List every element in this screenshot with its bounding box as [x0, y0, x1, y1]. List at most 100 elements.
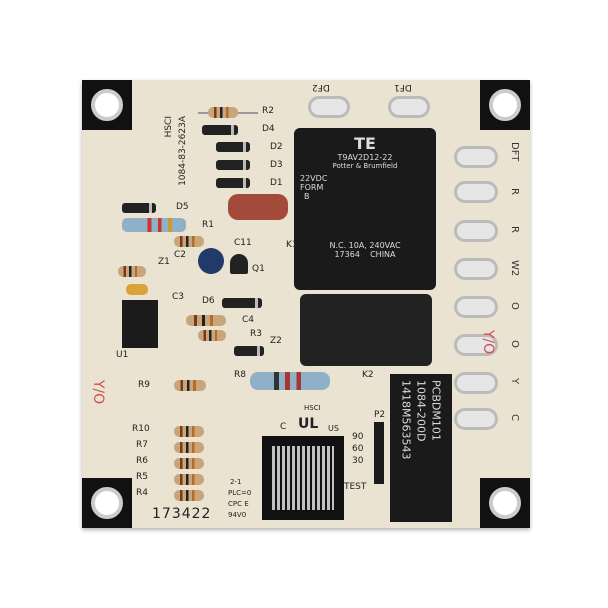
diode-d6 — [222, 298, 262, 308]
label-r3: R3 — [250, 329, 262, 339]
label-c2: C2 — [174, 250, 187, 260]
p2-option-90: 90 — [352, 432, 364, 442]
label-df1: DF1 — [394, 82, 412, 92]
code-line: CPC E — [228, 500, 249, 508]
relay-rating: N.C. 10A, 240VAC — [329, 241, 401, 250]
label-r9: R9 — [138, 380, 150, 390]
zener-z1 — [118, 266, 146, 277]
cert-c: C — [280, 422, 287, 432]
silk-hsci: HSCI — [164, 116, 174, 138]
relay-form-val: B — [304, 192, 310, 201]
terminal-dft[interactable] — [454, 146, 498, 168]
p2-option-test: TEST — [344, 482, 367, 492]
label-r: R — [509, 226, 520, 233]
zener-z2 — [234, 346, 264, 356]
jumper-header-p2[interactable] — [374, 422, 384, 484]
label-k1: K1 — [286, 240, 298, 250]
ul-logo: UL — [298, 416, 319, 432]
code-line: PLC=0 — [228, 489, 252, 497]
diode-d2 — [216, 142, 250, 152]
resistor-r7 — [174, 442, 204, 453]
terminal-df1[interactable] — [388, 96, 430, 118]
capacitor — [126, 284, 148, 295]
label-k2: K2 — [362, 370, 374, 380]
relay-code: 17364 — [334, 250, 360, 259]
resistor-r5 — [174, 474, 204, 485]
silk-part: 1084-83-2623A — [178, 116, 188, 186]
label-c3: C3 — [172, 292, 185, 302]
label-d3: D3 — [270, 160, 283, 170]
relay-model: T9AV2D12-22 — [337, 153, 393, 162]
resistor — [174, 236, 204, 247]
diode-d4 — [202, 125, 238, 135]
code-line: 94V0 — [228, 511, 247, 519]
terminal-r[interactable] — [454, 220, 498, 242]
label-y: Y — [509, 378, 520, 385]
terminal-o[interactable] — [454, 296, 498, 318]
relay-coil: 22VDC — [300, 174, 328, 183]
resistor-c4 — [186, 315, 226, 326]
label-c: C — [509, 414, 520, 421]
capacitor — [228, 194, 288, 220]
cert-us: US — [328, 424, 339, 433]
diode-d1 — [216, 178, 250, 188]
part-number: 1418M563543 — [399, 380, 413, 460]
label-r4: R4 — [136, 488, 148, 498]
relay-brand: TE — [354, 134, 376, 153]
ic-u1 — [122, 300, 158, 348]
part-label: 1418M563543 1084-200D PCBDM101 — [390, 374, 452, 522]
terminal-w2[interactable] — [454, 258, 498, 280]
handwritten-note: Y/O — [480, 329, 497, 355]
label-r6: R6 — [136, 456, 148, 466]
code-line: 2-1 — [230, 478, 242, 486]
label-d5: D5 — [176, 202, 189, 212]
label-c4: C4 — [242, 315, 255, 325]
terminal-c[interactable] — [454, 408, 498, 430]
mounting-hole — [480, 80, 530, 130]
diode-d3 — [216, 160, 250, 170]
terminal-y[interactable] — [454, 372, 498, 394]
resistor-r1 — [122, 218, 186, 232]
label-d2: D2 — [270, 142, 283, 152]
resistor-r6 — [174, 458, 204, 469]
label-d4: D4 — [262, 124, 275, 134]
label-q1: Q1 — [252, 264, 265, 274]
label-u1: U1 — [116, 350, 129, 360]
label-r1: R1 — [202, 220, 214, 230]
terminal-o[interactable] — [454, 334, 498, 356]
resistor — [198, 330, 226, 341]
p2-option-30: 30 — [352, 456, 364, 466]
relay-maker: Potter & Brumfield — [332, 162, 398, 170]
resistor-r8 — [250, 372, 330, 390]
mounting-hole — [82, 478, 132, 528]
label-r: R — [509, 188, 520, 195]
circuit-board: HSCI 1084-83-2623A R2 D4 D2 D3 D1 D5 R1 … — [82, 80, 530, 528]
relay-k2 — [300, 294, 432, 366]
terminal-r[interactable] — [454, 181, 498, 203]
label-o: O — [509, 302, 520, 310]
label-r2: R2 — [262, 106, 274, 116]
label-r7: R7 — [136, 440, 148, 450]
part-rev: 1084-200D — [414, 380, 428, 442]
label-z1: Z1 — [158, 257, 170, 267]
label-d6: D6 — [202, 296, 215, 306]
relay-k1: TE T9AV2D12-22 Potter & Brumfield 22VDC … — [294, 128, 436, 290]
relay-origin: CHINA — [370, 250, 396, 259]
label-d1: D1 — [270, 178, 283, 188]
diode-d5 — [122, 203, 156, 213]
terminal-df2[interactable] — [308, 96, 350, 118]
resistor-r9 — [174, 380, 206, 391]
resistor-r4 — [174, 490, 204, 501]
mounting-hole — [82, 80, 132, 130]
electrolytic-capacitor — [198, 248, 224, 274]
label-z2: Z2 — [270, 336, 282, 346]
resistor-r10 — [174, 426, 204, 437]
date-code: 173422 — [152, 506, 212, 522]
label-r8: R8 — [234, 370, 246, 380]
data-matrix-code — [262, 436, 344, 520]
part-model: PCBDM101 — [429, 380, 443, 441]
label-dft: DFT — [509, 142, 520, 162]
label-df2: DF2 — [312, 82, 330, 92]
label-c11: C11 — [234, 238, 252, 248]
cert-hsci: HSCI — [304, 404, 321, 412]
